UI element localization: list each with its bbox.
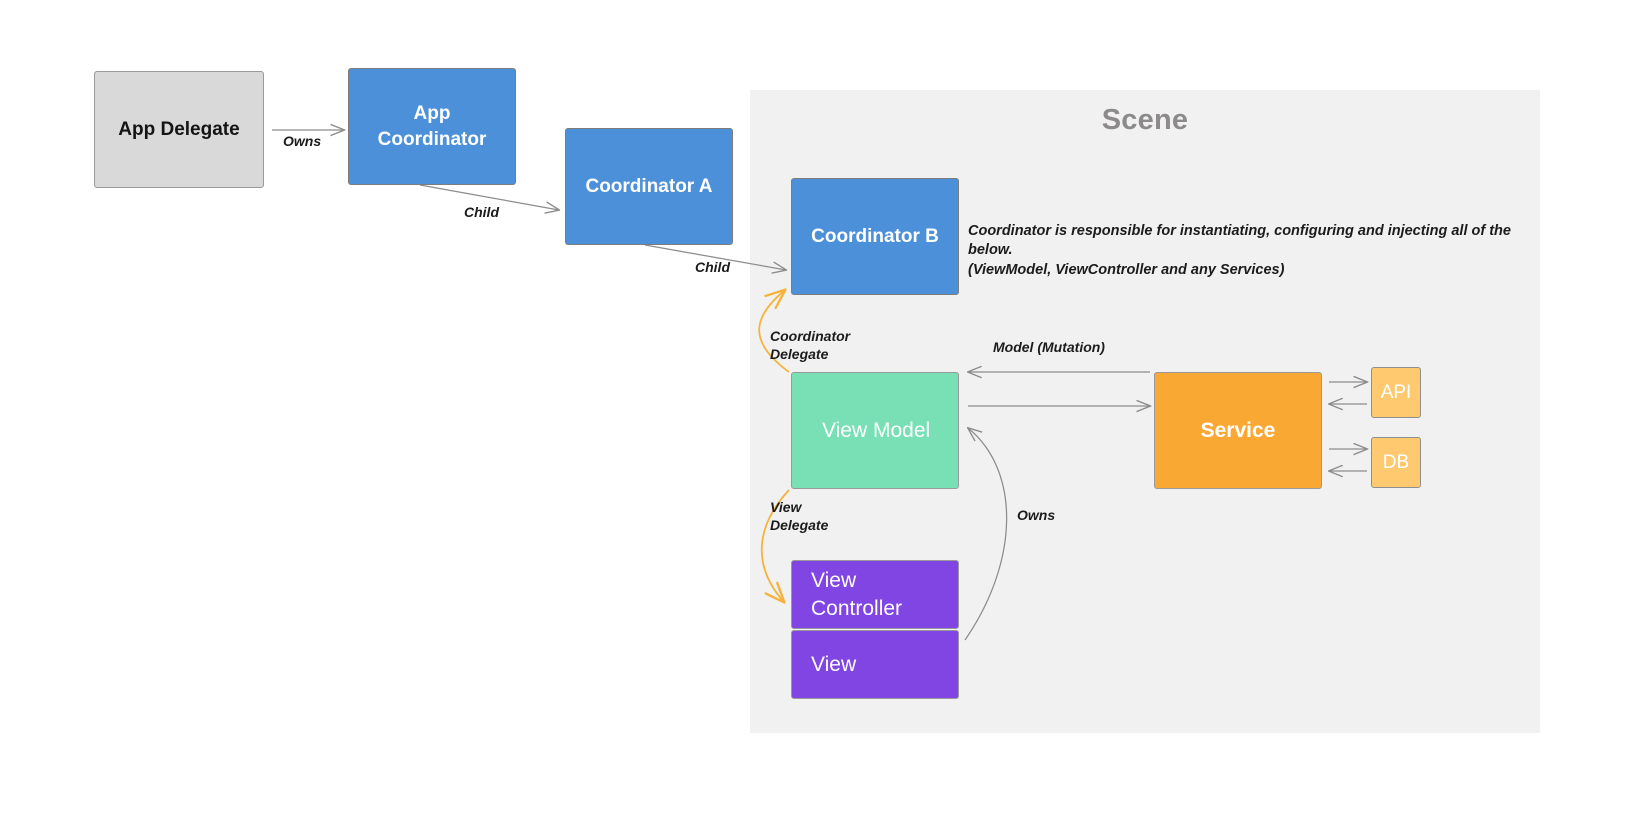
node-service-label: Service bbox=[1200, 418, 1276, 442]
node-view-model-label: View Model bbox=[822, 418, 931, 442]
node-coordinator-a[interactable]: Coordinator A bbox=[565, 128, 733, 245]
node-coordinator-a-label: Coordinator A bbox=[585, 175, 713, 197]
edge-label-owns-view-model: Owns bbox=[1017, 507, 1056, 523]
node-view-controller[interactable]: View Controller bbox=[791, 560, 959, 629]
node-app-coordinator-label: App Coordinator bbox=[377, 103, 487, 150]
node-view[interactable]: View bbox=[791, 630, 959, 699]
node-app-delegate[interactable]: App Delegate bbox=[94, 71, 264, 188]
node-view-controller-label: View Controller bbox=[811, 569, 903, 620]
edge-owns-view-controller-to-view-model bbox=[964, 428, 1008, 641]
edge-label-view-delegate: View Delegate bbox=[770, 499, 829, 534]
edge-child-app-coordinator-to-coordinator-a bbox=[419, 184, 559, 210]
edge-child-coordinator-a-to-coordinator-b bbox=[644, 244, 786, 270]
edge-label-child-b: Child bbox=[695, 259, 730, 275]
node-db-label: DB bbox=[1382, 451, 1410, 473]
edge-view-delegate bbox=[760, 489, 790, 602]
node-service[interactable]: Service bbox=[1154, 372, 1322, 489]
node-app-delegate-label: App Delegate bbox=[118, 118, 240, 140]
edge-coordinator-delegate bbox=[758, 290, 790, 373]
scene-title: Scene bbox=[1101, 104, 1189, 136]
node-app-coordinator[interactable]: App Coordinator bbox=[348, 68, 516, 185]
node-db[interactable]: DB bbox=[1371, 437, 1421, 488]
node-api[interactable]: API bbox=[1371, 367, 1421, 418]
node-api-label: API bbox=[1380, 381, 1412, 403]
edge-label-model-mutation: Model (Mutation) bbox=[993, 339, 1105, 355]
node-view-model[interactable]: View Model bbox=[791, 372, 959, 489]
coordinator-responsibility-note: Coordinator is responsible for instantia… bbox=[968, 223, 1511, 278]
node-coordinator-b[interactable]: Coordinator B bbox=[791, 178, 959, 295]
node-view-label: View bbox=[811, 652, 857, 676]
edge-label-coordinator-delegate: Coordinator Delegate bbox=[770, 328, 851, 363]
node-coordinator-b-label: Coordinator B bbox=[811, 225, 939, 247]
edge-label-owns-app: Owns bbox=[283, 133, 322, 149]
edge-label-child-a: Child bbox=[464, 204, 499, 220]
